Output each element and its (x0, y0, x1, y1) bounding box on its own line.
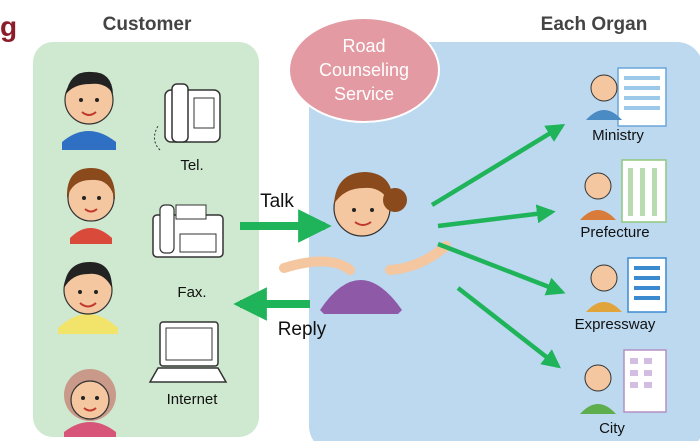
customer-boy-icon (58, 262, 118, 334)
prefecture-building-icon (580, 159, 667, 223)
badge-line-2: Counseling (319, 60, 409, 80)
arrow-to-prefecture (437, 204, 556, 229)
organ-label-ministry: Ministry (592, 127, 644, 144)
badge-line-1: Road (342, 36, 385, 56)
telephone-icon (154, 83, 221, 151)
customer-man-icon (62, 71, 116, 150)
organ-label-city: City (599, 420, 625, 437)
organ-panel (309, 42, 700, 441)
fax-icon (152, 204, 224, 258)
internet-label: Internet (167, 391, 219, 408)
customer-woman-icon (64, 369, 116, 437)
organ-label-prefecture: Prefecture (580, 224, 649, 241)
fax-label: Fax. (177, 284, 206, 301)
talk-label: Talk (260, 191, 294, 212)
ministry-building-icon (586, 67, 667, 127)
badge-line-3: Service (334, 84, 394, 104)
organ-heading: Each Organ (541, 14, 648, 35)
arrow-to-ministry (430, 124, 566, 207)
expressway-building-icon (586, 257, 667, 313)
cut-title-fragment: g (0, 11, 17, 42)
customer-heading: Customer (103, 14, 192, 35)
computer-icon (148, 321, 228, 383)
service-badge (288, 17, 440, 123)
city-building-icon (580, 349, 667, 414)
tel-label: Tel. (180, 157, 203, 174)
customer-girl-icon (66, 168, 116, 244)
organ-label-expressway: Expressway (575, 316, 656, 333)
operator-woman-icon (279, 172, 451, 314)
arrow-to-expressway (437, 241, 566, 296)
arrow-to-city (456, 286, 561, 369)
reply-label: Reply (278, 319, 327, 340)
